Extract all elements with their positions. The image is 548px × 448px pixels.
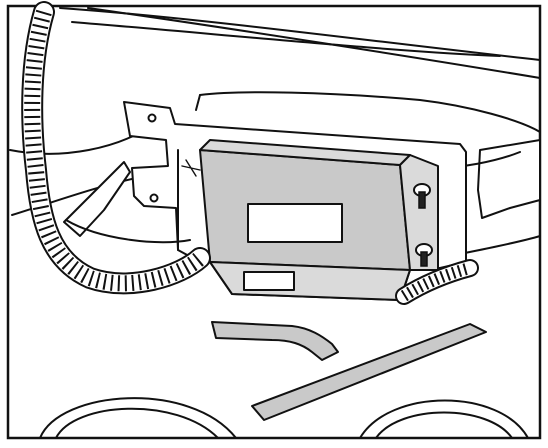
bracket-hole-icon <box>149 193 159 203</box>
control-unit-side-face <box>399 154 439 271</box>
tray-slot <box>243 271 295 291</box>
screw-icon <box>413 183 431 209</box>
control-unit <box>199 139 439 301</box>
trim-strip-small <box>211 321 339 361</box>
wiring-harness <box>21 1 479 305</box>
screw-icon <box>181 159 201 177</box>
fasteners <box>181 159 433 267</box>
speaker-opening-left <box>39 397 237 439</box>
right-side-panel <box>419 139 541 259</box>
screw-icon <box>415 243 433 267</box>
speaker-opening-right <box>359 399 529 439</box>
left-support <box>63 161 191 244</box>
unit-label-window <box>247 203 343 243</box>
trim-strip-long <box>251 323 487 421</box>
bracket-hole-icon <box>147 113 157 123</box>
